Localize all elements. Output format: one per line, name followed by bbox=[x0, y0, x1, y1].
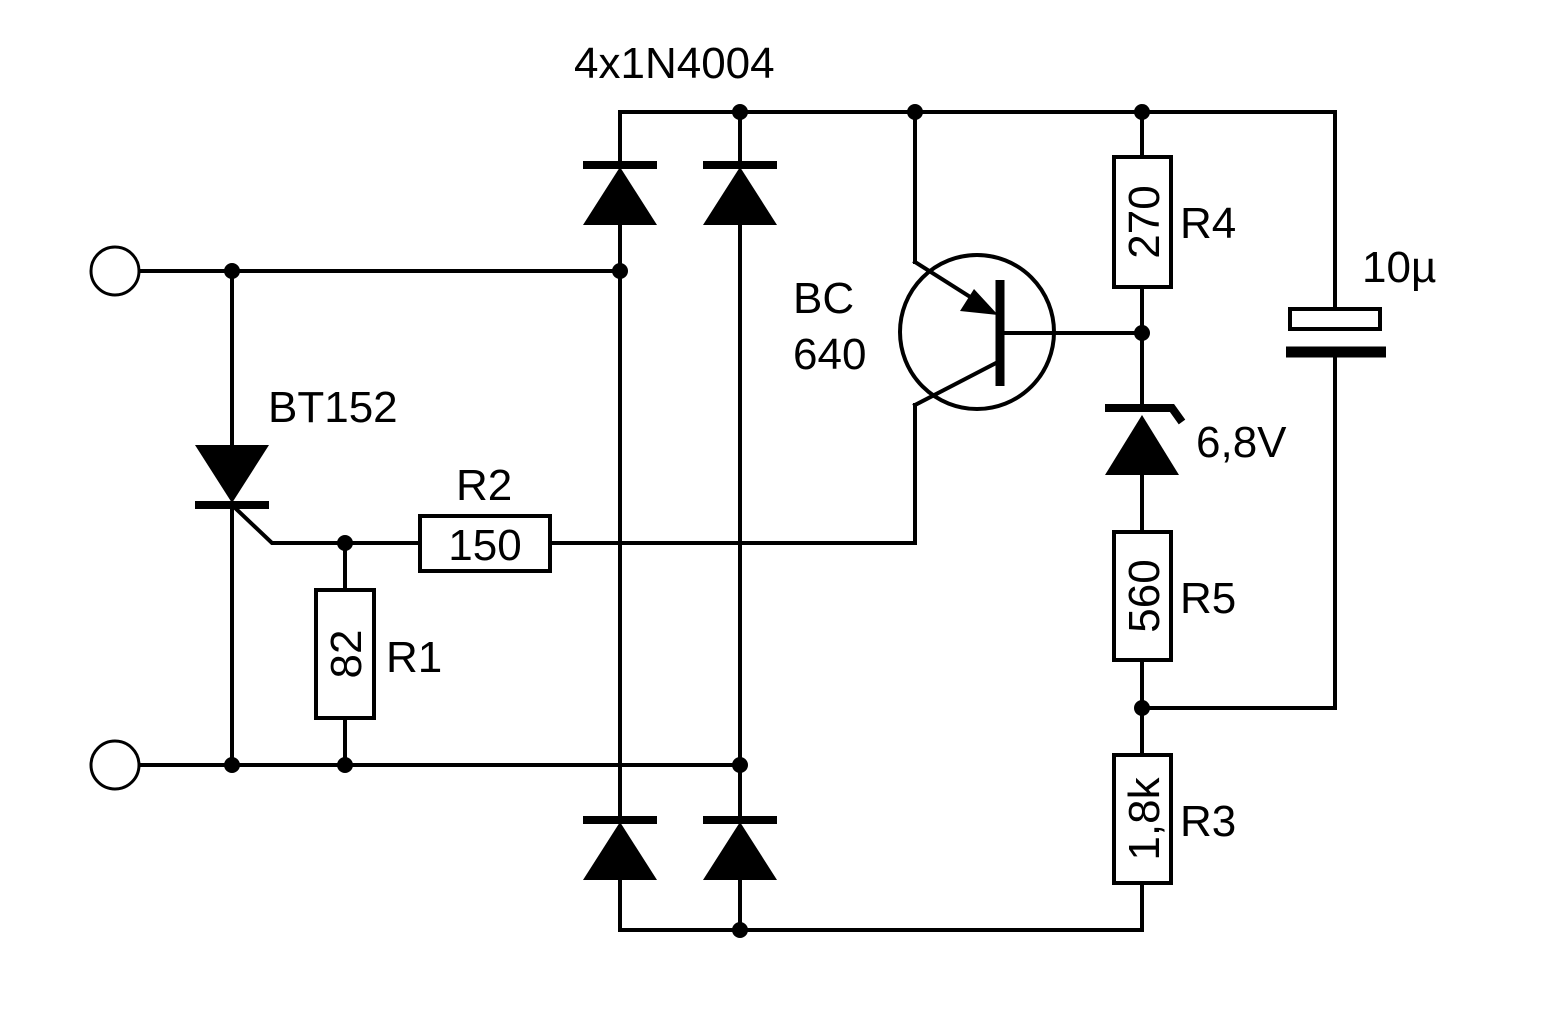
r5-value: 560 bbox=[1120, 559, 1169, 632]
diode-top-left bbox=[583, 161, 657, 225]
transistor-label-line2: 640 bbox=[793, 330, 866, 379]
thyristor-bt152 bbox=[195, 445, 269, 509]
resistor-r4 bbox=[1112, 155, 1173, 289]
r3-value: 1,8k bbox=[1120, 776, 1169, 860]
r1-value: 82 bbox=[322, 630, 371, 679]
diode-bottom-left bbox=[583, 816, 657, 880]
resistor-r2 bbox=[418, 514, 552, 573]
resistor-r1 bbox=[314, 588, 376, 720]
r1-name: R1 bbox=[386, 633, 442, 682]
capacitor bbox=[1286, 307, 1386, 358]
bridge-label: 4x1N4004 bbox=[574, 39, 775, 88]
resistor-r3 bbox=[1112, 753, 1173, 885]
r4-value: 270 bbox=[1120, 185, 1169, 258]
r5-name: R5 bbox=[1180, 574, 1236, 623]
r2-value: 150 bbox=[448, 521, 521, 570]
input-terminal-top bbox=[89, 245, 141, 297]
thyristor-label: BT152 bbox=[268, 383, 398, 432]
transistor-label-line1: BC bbox=[793, 274, 854, 323]
transistor-bc640 bbox=[898, 253, 1056, 411]
r3-name: R3 bbox=[1180, 797, 1236, 846]
resistor-r5 bbox=[1112, 530, 1173, 662]
r4-name: R4 bbox=[1180, 199, 1236, 248]
gate-wire bbox=[229, 403, 917, 545]
diode-top-right bbox=[703, 161, 777, 225]
junction-dots bbox=[224, 104, 1150, 938]
zener-diode bbox=[1105, 404, 1186, 475]
zener-label: 6,8V bbox=[1196, 418, 1287, 467]
r2-name: R2 bbox=[456, 461, 512, 510]
capacitor-label: 10µ bbox=[1362, 243, 1436, 292]
diode-bottom-right bbox=[703, 816, 777, 880]
capacitor-loop-wire bbox=[1140, 110, 1337, 710]
input-terminal-bottom bbox=[89, 739, 141, 791]
